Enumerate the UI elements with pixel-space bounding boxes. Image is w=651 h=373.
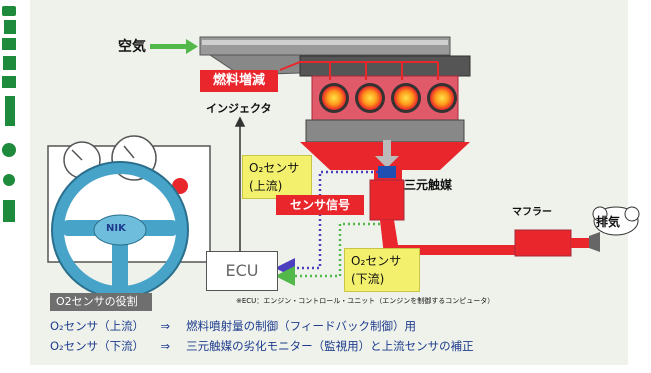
o2-lower-line1: O₂センサ: [351, 254, 402, 268]
role-row-upper: O₂センサ（上流） ⇒ 燃料噴射量の制御（フィードバック制御）用: [50, 318, 416, 334]
ecu-note: ※ECU：エンジン・コントロール・ユニット（エンジンを制御するコンピュータ）: [236, 297, 495, 305]
fuel-increase-label: 燃料増減: [200, 70, 278, 92]
lower-signal-path: [275, 222, 380, 286]
ecu-injector-line: [234, 116, 246, 251]
down-arrow-icon: [375, 140, 399, 168]
o2-lower-line2: (下流): [351, 272, 385, 286]
role-row-desc: 三元触媒の劣化モニター（監視用）と上流センサの補正: [186, 339, 474, 353]
steering-logo: NIK: [106, 223, 126, 234]
o2-sensor-upper-label: O₂センサ (上流): [242, 155, 312, 199]
side-title-strip: [0, 0, 20, 240]
ecu-box: ECU: [206, 251, 278, 291]
muffler-label: マフラー: [512, 207, 552, 218]
role-row-sensor: O₂センサ（上流）: [50, 319, 145, 333]
muffler-icon: [514, 229, 600, 257]
exhaust-label: 排気: [596, 215, 621, 229]
combustion-bursts: [319, 83, 457, 113]
role-row-desc: 燃料噴射量の制御（フィードバック制御）用: [186, 319, 416, 333]
role-row-lower: O₂センサ（下流） ⇒ 三元触媒の劣化モニター（監視用）と上流センサの補正: [50, 338, 474, 354]
air-label: 空気: [118, 39, 146, 55]
sensor-signal-label: センサ信号: [276, 195, 364, 215]
exhaust-cloud-icon: [592, 206, 640, 236]
upper-signal-path: [275, 170, 378, 278]
role-row-sensor: O₂センサ（下流）: [50, 339, 145, 353]
o2-upper-line2: (上流): [249, 179, 283, 193]
o2-sensor-lower-label: O₂センサ (下流): [344, 248, 420, 292]
role-heading: O2センサの役割: [50, 293, 152, 311]
role-row-arrow: ⇒: [160, 339, 170, 353]
catalyst-label: 三元触媒: [404, 178, 453, 192]
air-arrow: [150, 39, 198, 54]
o2-upper-line1: O₂センサ: [249, 161, 300, 175]
injector-label: インジェクタ: [206, 102, 272, 115]
steering-wheel-icon: [51, 161, 189, 299]
exhaust-pipe: [369, 166, 515, 255]
role-row-arrow: ⇒: [160, 319, 170, 333]
injector-lines: [279, 61, 439, 80]
